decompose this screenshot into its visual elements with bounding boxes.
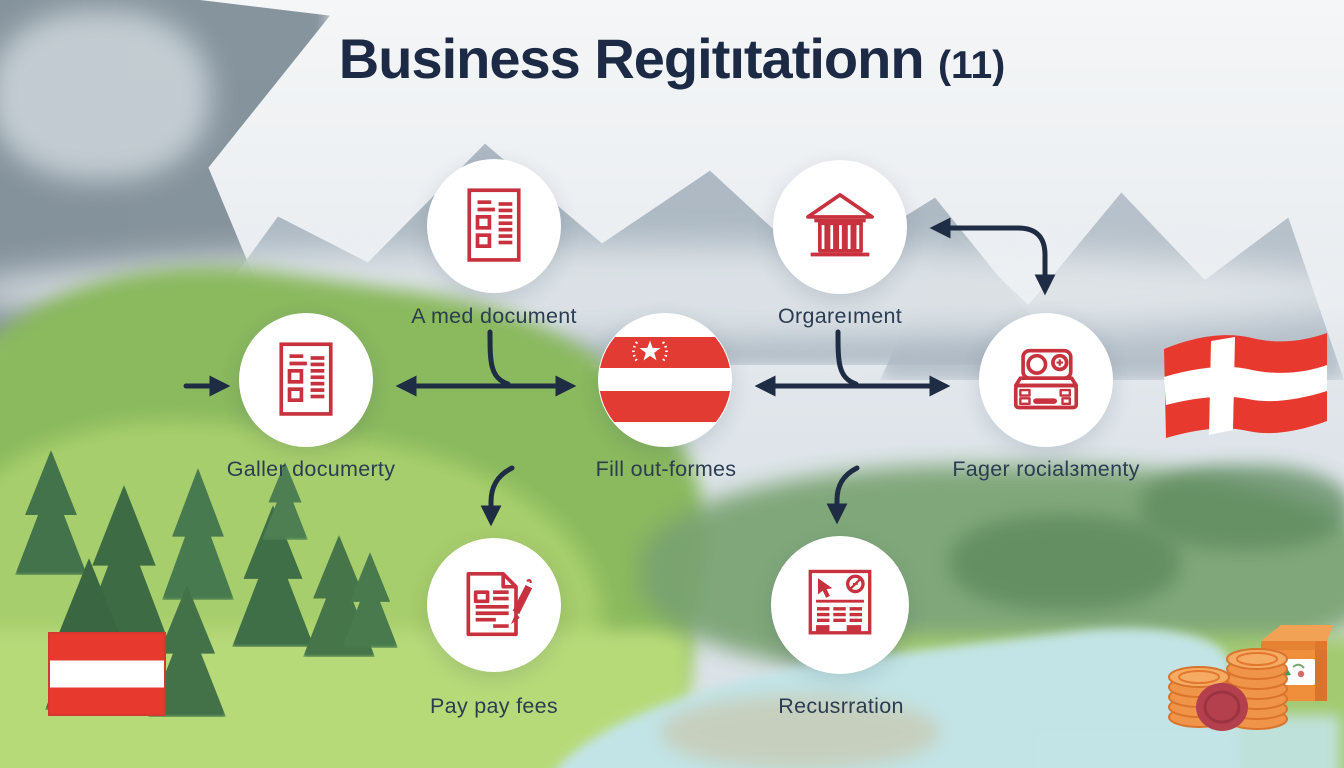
node-label: Galler documerty xyxy=(226,457,396,481)
checklist-document-icon xyxy=(467,188,521,262)
denmark-flag xyxy=(1164,333,1327,438)
snow-patch xyxy=(0,10,210,180)
striped-roundel-star-icon xyxy=(599,314,731,446)
document-pencil-icon xyxy=(466,572,533,637)
node-fill-out-formes xyxy=(598,313,732,447)
node-fager-rocialamenty xyxy=(979,313,1113,447)
arrow-down-recusrration xyxy=(826,465,860,525)
node-orgareiment xyxy=(773,160,907,294)
node-label: Pay pay fees xyxy=(430,694,558,718)
sand-patch xyxy=(660,695,940,768)
node-label: Recusrration xyxy=(778,694,904,718)
arrow-corner-orgareiment-fager xyxy=(929,217,1056,296)
title-text: Business Regitıtationn xyxy=(338,27,925,90)
web-form-cursor-icon xyxy=(808,569,872,635)
coin-stacks-illustration xyxy=(1168,625,1333,731)
node-label: Orgareıment xyxy=(778,304,902,328)
cash-register-icon xyxy=(1013,348,1079,410)
node-label: Fager rocialзmenty xyxy=(952,457,1140,481)
connector-from-orgareiment xyxy=(835,329,859,387)
page-title: Business Regitıtationn (11) xyxy=(0,26,1344,91)
node-pay-pay-fees xyxy=(427,538,561,672)
connector-from-med-document xyxy=(487,329,511,387)
node-label: Fill out-formes xyxy=(595,457,737,481)
node-label: A med document xyxy=(411,304,577,328)
austria-flag xyxy=(48,632,166,716)
forest-right-dark-2 xyxy=(1140,465,1344,550)
title-suffix: (11) xyxy=(937,44,1006,87)
arrow-down-pay-fees xyxy=(480,465,515,527)
node-med-document xyxy=(427,159,561,293)
bank-building-icon xyxy=(806,193,874,257)
node-recusrration xyxy=(771,536,909,674)
forest-right-dark-1 xyxy=(950,515,1180,610)
checklist-document-icon xyxy=(279,342,333,416)
node-galler-documerty xyxy=(239,313,373,447)
